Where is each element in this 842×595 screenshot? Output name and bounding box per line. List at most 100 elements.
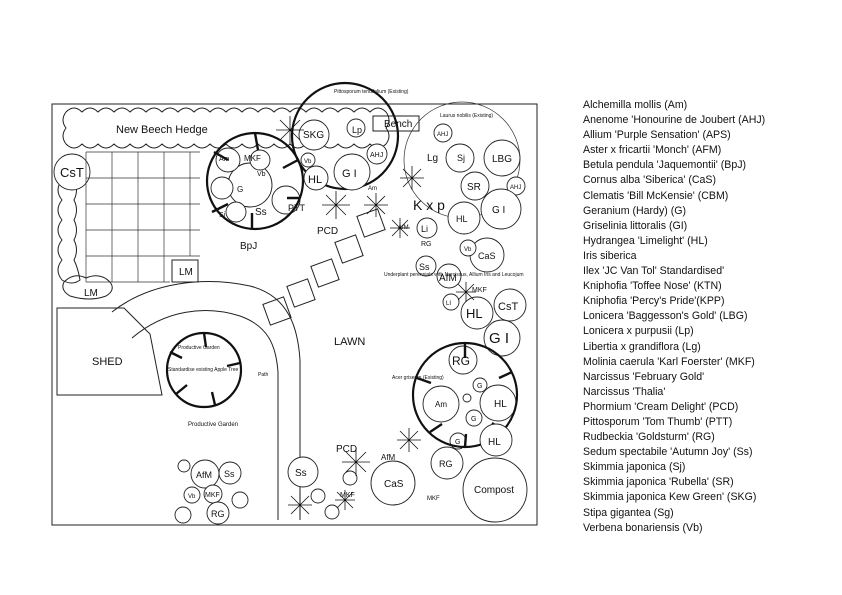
legend-item: Skimmia japonica Kew Green' (SKG) [583,491,757,504]
hedge-label: New Beech Hedge [116,124,208,136]
code-Am-acer: Am [435,400,447,409]
plant-CsT-left [53,153,91,191]
code-AfM-east: AfM [439,273,457,284]
code-MKF-south2: MKF [340,492,355,499]
code-LM-left: LM [84,288,98,299]
code-LM-terrace: LM [179,267,193,278]
code-Ss-south: Ss [295,468,307,479]
code-RG-mid: RG [421,241,432,248]
legend-item: Betula pendula 'Jaquemontii' (BpJ) [583,159,747,172]
code-LI: LI [446,301,451,307]
planting-bed-south: RG Compost CaS Ss PCD AfM MKF MKF [287,444,528,523]
code-GI-bed2: G I [342,168,357,180]
code-PCD-south: PCD [336,444,357,455]
plant-LM-left: LM [62,275,113,300]
legend-item: Aster x fricartii 'Monch' (AFM) [583,144,722,157]
legend-item: Hydrangea 'Limelight' (HL) [583,234,708,247]
code-HL-east: HL [456,214,468,224]
underplant-note-text: Underplant perennials with Narcissus, Al… [384,272,524,278]
laurus-note: Laurus nobilis (Existing) [440,113,493,119]
legend-item: Rudbeckia 'Goldsturm' (RG) [583,431,715,444]
legend-item: Libertia x grandiflora (Lg) [583,340,701,353]
code-HL-bed2: HL [308,174,322,186]
path-label: Path [258,372,269,378]
productive-top-label: Productive Garden [178,345,220,351]
legend-item: Alchemilla mollis (Am) [583,99,688,111]
code-AfM-prod: AfM [196,470,212,480]
legend-item: Sedum spectabile 'Autumn Joy' (Ss) [583,446,753,459]
compost-label: Compost [474,485,514,496]
code-Vb-prod: Vb [188,494,196,500]
code-Sj: Sj [457,153,465,163]
code-CaS-east: CaS [478,251,496,261]
code-GI-east2: G I [489,330,509,347]
acer-note: Acer griseum (Existing) [392,375,444,381]
code-G-acer2: G [471,416,476,423]
paved-terrace [85,151,200,283]
lawn-label: LAWN [334,336,365,348]
code-Am-bed2: Am [368,186,377,192]
garden-boundary [51,103,538,526]
legend-item: Kniphofia 'Percy's Pride'(KPP) [583,295,725,308]
code-Lp: Lp [352,125,362,135]
code-CaS-south: CaS [384,479,404,490]
legend-item: Skimmia japonica 'Rubella' (SR) [583,476,734,489]
code-MKF-bed1: MKF [244,154,261,163]
code-MKF-east: MKF [472,287,487,294]
legend-item: Lonicera x purpusii (Lp) [583,325,694,338]
code-Lg: Lg [427,153,438,164]
code-Kxp: K x p [413,197,445,213]
left-shrub-border [57,159,81,284]
code-G-bed1: G [237,185,243,194]
legend-item: Narcissus 'February Gold' [583,370,705,383]
code-LBG: LBG [492,154,512,165]
legend-item: Phormium 'Cream Delight' (PCD) [583,400,739,413]
planting-bed-pittosporum: Pittosporum tenuifolium (Existing) SKG L… [290,81,409,192]
code-Vb-east: Vb [464,247,472,253]
planting-bed-east-upper: K x p HL G I Li CaS Vb Ss AfM RG AfM MKF… [398,188,527,357]
pittosporum-note: Pittosporum tenuifolium (Existing) [334,89,409,95]
code-Vb-bed1: Vb [257,171,266,178]
code-HL-acer2: HL [488,437,501,448]
legend-item: Geranium (Hardy) (G) [583,204,687,217]
code-HL-east2: HL [466,306,483,321]
legend-item: Molinia caerula 'Karl Foerster' (MKF) [583,355,755,368]
legend-item: Narcissus 'Thalia' [583,385,666,398]
code-AHJ-bench: AHJ [370,152,383,159]
shed [56,307,163,396]
code-AHJ-top: AHJ [437,132,448,138]
apple-tree-label: Standardise existing Apple Tree [168,367,239,373]
code-Vb-bed2: Vb [304,159,312,165]
legend-item: Cornus alba 'Siberica' (CaS) [583,174,716,187]
code-Li: Li [421,224,428,234]
productive-bed: AfM Ss Vb MKF RG [174,459,249,525]
code-Sj-bed1: Sj [219,212,226,219]
code-AHJ-right: AHJ [510,185,521,191]
code-RG-prod: RG [211,509,225,519]
legend-item: Iris siberica [583,249,637,262]
legend-item: Ilex 'JC Van Tol' Standardised' [583,265,725,278]
code-PTT-bed1: PTT [288,203,306,213]
code-SR: SR [467,182,481,193]
planting-bed-laurus: Laurus nobilis (Existing) AHJ Sj LBG SR … [403,101,526,219]
legend-item: Lonicera 'Baggesson's Gold' (LBG) [583,310,748,323]
code-CsT-left: CsT [60,165,84,180]
legend-item: Griselinia littoralis (GI) [583,219,688,232]
code-HL-acer: HL [494,399,507,410]
code-MKF-south: MKF [427,496,440,502]
apple-tree-bed: Productive Garden Standardise existing A… [165,331,243,409]
legend-item: Allium 'Purple Sensation' (APS) [583,129,731,142]
legend-item: Verbena bonariensis (Vb) [583,521,703,534]
plant-legend: Alchemilla mollis (Am) Anenome 'Honourin… [583,98,833,536]
bench [372,115,420,132]
grass-symbols [276,116,476,517]
curved-path [111,281,301,520]
code-RG-south: RG [439,459,453,469]
beech-hedge: New Beech Hedge [62,107,390,149]
underplant-note: Underplant perennials with Narcissus, Al… [384,272,524,278]
planting-bed-acer: RG Am HL G G G Acer griseum (Existing) H… [392,341,519,457]
code-G-acer3: G [455,439,460,446]
legend-item: Clematis 'Bill McKensie' (CBM) [583,189,729,202]
productive-label: Productive Garden [188,422,238,428]
